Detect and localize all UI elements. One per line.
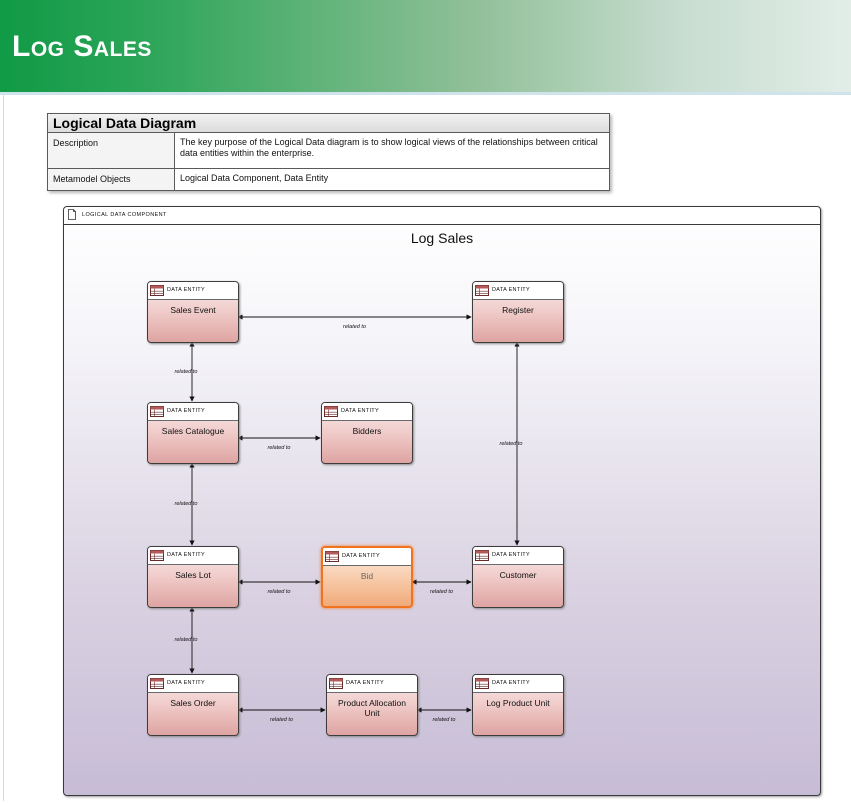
- table-icon: [475, 678, 489, 689]
- relation-label: related to: [267, 589, 291, 595]
- diagram-title: Log Sales: [410, 230, 474, 246]
- info-value: The key purpose of the Logical Data diag…: [180, 137, 598, 158]
- entity-customer[interactable]: DATA ENTITY Customer: [472, 546, 564, 608]
- entity-type-label: DATA ENTITY: [167, 552, 205, 558]
- table-icon: [150, 285, 164, 296]
- table-icon: [475, 550, 489, 561]
- entity-header: DATA ENTITY: [148, 547, 238, 565]
- entity-log-product-unit[interactable]: DATA ENTITY Log Product Unit: [472, 674, 564, 736]
- entity-type-label: DATA ENTITY: [492, 680, 530, 686]
- entity-sales-catalogue[interactable]: DATA ENTITY Sales Catalogue: [147, 402, 239, 464]
- relation-label: related to: [270, 717, 293, 723]
- entity-name: Sales Catalogue: [161, 426, 225, 436]
- entity-sales-lot[interactable]: DATA ENTITY Sales Lot: [147, 546, 239, 608]
- relation-label: related to: [174, 637, 198, 643]
- page-header: Log Sales: [0, 0, 851, 95]
- entity-type-label: DATA ENTITY: [341, 408, 379, 414]
- entity-name: Register: [502, 305, 534, 315]
- entity-bid[interactable]: DATA ENTITY Bid: [321, 546, 413, 608]
- relation-label: related to: [267, 445, 291, 451]
- info-table-title: Logical Data Diagram: [48, 114, 609, 133]
- entity-name: Sales Event: [170, 305, 216, 315]
- entity-type-label: DATA ENTITY: [167, 408, 205, 414]
- relation-label: related to: [174, 368, 198, 375]
- entity-type-label: DATA ENTITY: [167, 287, 205, 293]
- table-icon: [150, 406, 164, 417]
- component-type-label: LOGICAL DATA COMPONENT: [82, 212, 167, 218]
- table-icon: [324, 406, 338, 417]
- entity-register[interactable]: DATA ENTITY Register: [472, 281, 564, 343]
- entity-type-label: DATA ENTITY: [167, 680, 205, 686]
- entity-header: DATA ENTITY: [327, 675, 417, 693]
- logical-data-diagram[interactable]: LOGICAL DATA COMPONENT Log Sales DATA EN…: [63, 206, 821, 796]
- table-icon: [150, 678, 164, 689]
- relation-label: related to: [343, 324, 366, 330]
- entity-name: Product Allocation Unit: [337, 698, 407, 718]
- entity-header: DATA ENTITY: [473, 282, 563, 300]
- info-value: Logical Data Component, Data Entity: [180, 173, 329, 183]
- entity-type-label: DATA ENTITY: [346, 680, 384, 686]
- entity-name: Customer: [499, 570, 537, 580]
- entity-name: Sales Lot: [175, 570, 211, 580]
- entity-header: DATA ENTITY: [148, 282, 238, 300]
- info-key: Metamodel Objects: [48, 169, 175, 190]
- entity-type-label: DATA ENTITY: [342, 553, 380, 559]
- entity-sales-order[interactable]: DATA ENTITY Sales Order: [147, 674, 239, 736]
- table-icon: [475, 285, 489, 296]
- entity-header: DATA ENTITY: [473, 547, 563, 565]
- entity-name: Sales Order: [170, 698, 216, 708]
- entity-type-label: DATA ENTITY: [492, 552, 530, 558]
- table-icon: [329, 678, 343, 689]
- entity-sales-event[interactable]: DATA ENTITY Sales Event: [147, 281, 239, 343]
- table-icon: [150, 550, 164, 561]
- relation-label: related to: [432, 717, 456, 723]
- relationship-connectors: [189, 314, 520, 713]
- entity-name: Bidders: [352, 426, 382, 436]
- entity-type-label: DATA ENTITY: [492, 287, 530, 293]
- info-row-metamodel-objects: Metamodel Objects Logical Data Component…: [48, 169, 609, 190]
- content-frame: [3, 95, 850, 801]
- table-icon: [325, 551, 339, 562]
- entity-name: Log Product Unit: [486, 698, 550, 708]
- info-key: Description: [48, 133, 175, 168]
- relation-label: related to: [430, 589, 453, 595]
- entity-bidders[interactable]: DATA ENTITY Bidders: [321, 402, 413, 464]
- entity-header: DATA ENTITY: [323, 548, 411, 566]
- entity-header: DATA ENTITY: [473, 675, 563, 693]
- page-title: Log Sales: [12, 30, 152, 63]
- entity-name: Bid: [360, 571, 374, 581]
- entity-product-allocation-unit[interactable]: DATA ENTITY Product Allocation Unit: [326, 674, 418, 736]
- info-row-description: Description The key purpose of the Logic…: [48, 133, 609, 169]
- entity-header: DATA ENTITY: [322, 403, 412, 421]
- diagram-header: LOGICAL DATA COMPONENT: [64, 207, 820, 225]
- entity-header: DATA ENTITY: [148, 675, 238, 693]
- entity-header: DATA ENTITY: [148, 403, 238, 421]
- relation-label: related to: [499, 440, 523, 447]
- relation-label: related to: [174, 501, 198, 507]
- document-icon: [68, 209, 76, 220]
- info-table: Logical Data Diagram Description The key…: [47, 113, 610, 191]
